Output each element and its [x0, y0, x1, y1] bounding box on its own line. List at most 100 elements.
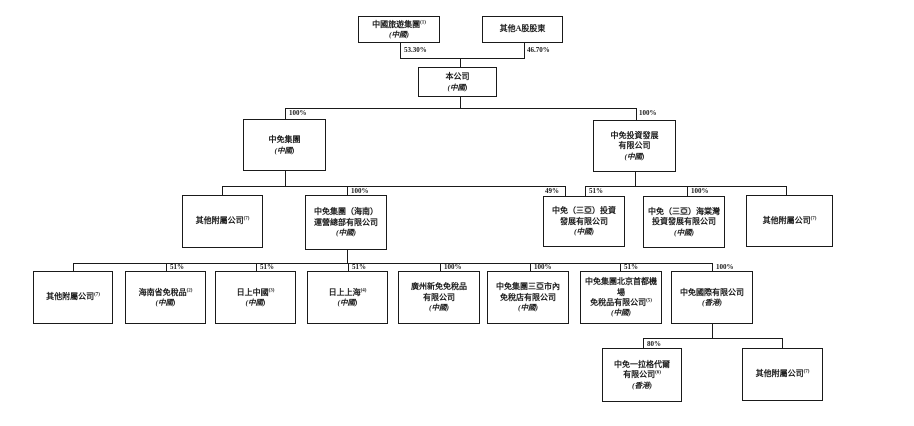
connector-line	[643, 338, 782, 339]
company-region: (中國)	[245, 298, 266, 307]
footnote-marker: (7)	[803, 369, 810, 375]
connector-line	[786, 186, 787, 195]
connector-line	[460, 97, 461, 108]
node-cdf-international: 中免國際有限公司 (香港)	[671, 271, 753, 324]
company-region: (中國)	[624, 151, 645, 161]
connector-line	[460, 58, 461, 67]
node-sunrise-china: 日上中國(3) (中國)	[215, 271, 296, 324]
company-name: 日上中國(3)	[236, 287, 275, 297]
company-region: (香港)	[632, 380, 652, 390]
ownership-percentage: 51%	[260, 263, 274, 271]
node-the-company: 本公司 (中國)	[418, 67, 497, 97]
ownership-percentage: 46.70%	[527, 46, 550, 54]
node-hainan-provincial-duty-free: 海南省免稅品(2) (中國)	[125, 271, 206, 324]
node-cdfg-sanya-downtown-store: 中免集團三亞市內 免稅店有限公司 (中國)	[487, 271, 569, 324]
node-other-subsidiaries-bottom-right: 其他附屬公司(7)	[742, 348, 823, 401]
footnote-marker: (1)	[420, 19, 426, 25]
ownership-percentage: 100%	[351, 187, 369, 195]
company-name: 中免集團三亞市內 免稅店有限公司	[496, 282, 560, 302]
company-name: 中免國際有限公司	[680, 287, 744, 297]
ownership-percentage: 51%	[624, 263, 638, 271]
connector-line	[585, 186, 786, 187]
company-region: (中國)	[447, 82, 468, 92]
node-other-subsidiaries-left: 其他附屬公司(7)	[182, 195, 263, 248]
company-name: 其他附屬公司(7)	[46, 292, 100, 302]
company-name: 中免（三亞）投資 發展有限公司	[552, 206, 616, 226]
company-name: 日上上海(4)	[328, 287, 367, 297]
connector-line	[256, 263, 257, 271]
node-other-subsidiaries-right: 其他附屬公司(7)	[746, 195, 833, 247]
ownership-percentage: 53.30%	[404, 46, 427, 54]
node-cdf-sanya-haitang-bay: 中免（三亞）海棠灣 投資發展有限公司 (中國)	[643, 196, 725, 248]
connector-line	[565, 186, 566, 196]
company-name: 海南省免稅品(2)	[138, 287, 193, 297]
node-cdfg-hainan-hq: 中免集團（海南） 運營總部有限公司 (中國)	[305, 195, 387, 250]
connector-line	[400, 58, 525, 59]
footnote-marker: (7)	[94, 292, 100, 298]
company-name: 其他附屬公司(7)	[762, 215, 817, 225]
company-name: 中免集團北京首都機場 免稅品有限公司(5)	[585, 277, 657, 307]
node-cdf-investment-development: 中免投資發展 有限公司 (中國)	[593, 120, 676, 172]
company-region: (香港)	[702, 298, 722, 307]
node-other-subsidiaries-bottom-left: 其他附屬公司(7)	[33, 271, 113, 324]
ownership-percentage: 80%	[647, 340, 661, 348]
footnote-marker: (3)	[268, 287, 275, 293]
connector-line	[222, 186, 223, 195]
company-name: 中免（三亞）海棠灣 投資發展有限公司	[648, 206, 720, 227]
connector-line	[348, 263, 349, 271]
company-region: (中國)	[337, 298, 358, 307]
company-name: 中國旅遊集團(1)	[372, 19, 426, 29]
company-name: 其他A股股東	[499, 24, 546, 34]
company-region: (中國)	[389, 30, 409, 39]
ownership-percentage: 100%	[444, 263, 462, 271]
company-region: (中國)	[155, 298, 176, 307]
connector-line	[524, 43, 525, 58]
node-sunrise-shanghai: 日上上海(4) (中國)	[307, 271, 388, 324]
ownership-percentage: 49%	[545, 187, 559, 195]
ownership-percentage: 100%	[716, 263, 734, 271]
company-name: 中免集團（海南） 運營總部有限公司	[314, 207, 378, 227]
footnote-marker: (5)	[646, 298, 652, 304]
connector-line	[347, 250, 348, 263]
company-region: (中國)	[674, 227, 694, 237]
footnote-marker: (2)	[186, 287, 193, 293]
company-region: (中國)	[574, 227, 594, 237]
connector-line	[400, 43, 401, 58]
company-name: 中免一拉格代爾 有限公司(6)	[614, 359, 670, 380]
ownership-percentage: 51%	[352, 263, 366, 271]
ownership-percentage: 100%	[639, 109, 657, 117]
footnote-marker: (6)	[655, 370, 661, 376]
company-name: 其他附屬公司(7)	[755, 369, 810, 379]
connector-line	[285, 171, 286, 186]
company-name: 本公司	[445, 72, 470, 82]
connector-line	[530, 263, 531, 271]
connector-line	[620, 263, 621, 271]
connector-line	[585, 186, 586, 196]
ownership-percentage: 100%	[691, 187, 709, 195]
node-cdfg-beijing-capital-airport: 中免集團北京首都機場 免稅品有限公司(5) (中國)	[580, 271, 662, 324]
company-region: (中國)	[611, 308, 631, 318]
connector-line	[166, 263, 167, 271]
connector-line	[347, 186, 348, 195]
footnote-marker: (7)	[810, 216, 817, 222]
company-name: 廣州新免免稅品 有限公司	[411, 282, 467, 302]
company-region: (中國)	[336, 228, 356, 238]
connector-line	[440, 263, 441, 271]
connector-line	[222, 186, 566, 187]
node-cdfg: 中免集團 (中國)	[243, 119, 326, 171]
connector-line	[73, 263, 712, 264]
company-region: (中國)	[518, 303, 538, 313]
connector-line	[73, 263, 74, 271]
connector-line	[687, 186, 688, 196]
node-china-tourism-group: 中國旅遊集團(1) (中國)	[358, 16, 440, 43]
node-cdf-sanya-investment: 中免（三亞）投資 發展有限公司 (中國)	[543, 196, 625, 247]
ownership-percentage: 51%	[589, 187, 603, 195]
connector-line	[285, 108, 637, 109]
company-region: (中國)	[429, 303, 449, 313]
company-name: 其他附屬公司(7)	[195, 216, 250, 226]
company-name: 中免集團	[268, 135, 301, 145]
ownership-percentage: 100%	[534, 263, 552, 271]
connector-line	[636, 108, 637, 120]
footnote-marker: (7)	[243, 216, 250, 222]
